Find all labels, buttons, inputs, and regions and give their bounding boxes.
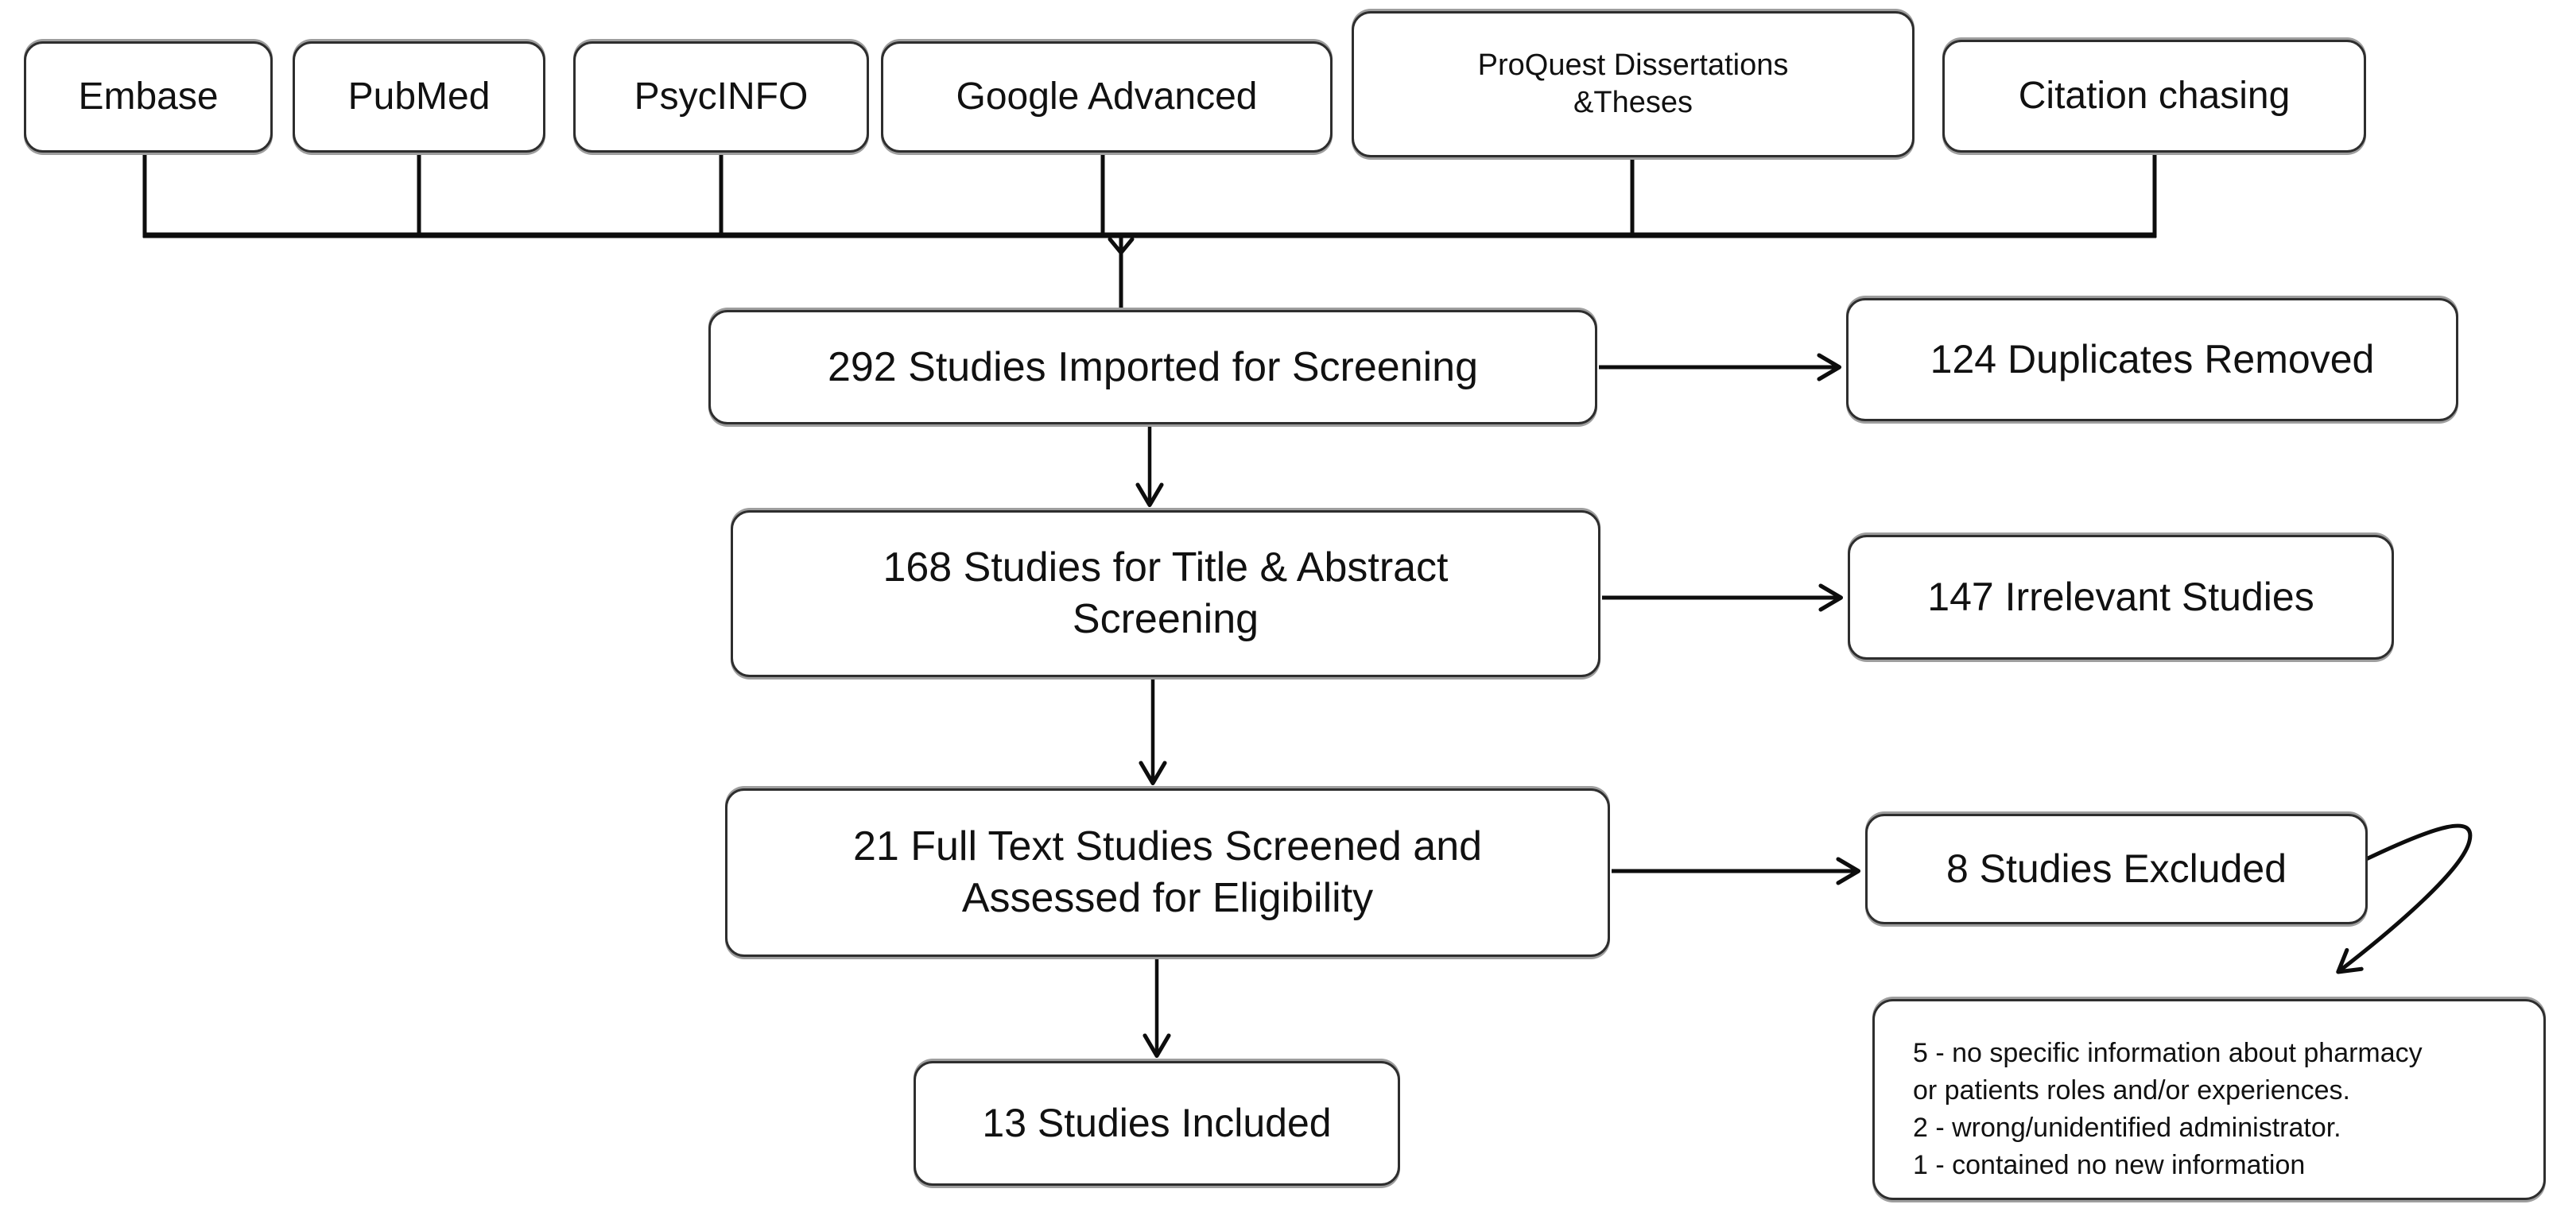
side-box-irrelevant: 147 Irrelevant Studies [1848,535,2394,660]
flow-box-imported: 292 Studies Imported for Screening [708,310,1597,424]
flow-box-fulltext-label: 21 Full Text Studies Screened and Assess… [852,823,1483,921]
exclusion-reasons-box: 5 - no specific information about pharma… [1872,999,2546,1200]
flow-box-title-abstract-label: 168 Studies for Title & Abstract Screeni… [883,544,1449,642]
source-box-google-advanced: Google Advanced [881,41,1333,153]
flow-box-included: 13 Studies Included [914,1061,1400,1186]
exclusion-reason-line: 2 - wrong/unidentified administrator. [1913,1112,2341,1143]
source-box-proquest-label: ProQuest Dissertations &Theses [1477,48,1789,120]
merge-notch [1108,237,1135,255]
exclusion-reason-line: 1 - contained no new information [1913,1149,2306,1180]
source-box-pubmed: PubMed [293,41,545,153]
flow-box-imported-label: 292 Studies Imported for Screening [827,343,1479,390]
source-box-embase-label: Embase [78,76,219,118]
source-box-psycinfo-label: PsycINFO [634,76,809,118]
exclusion-reason-line: 5 - no specific information about pharma… [1913,1038,2423,1068]
source-box-citation-chasing: Citation chasing [1942,40,2366,153]
side-box-duplicates-label: 124 Duplicates Removed [1930,337,2375,382]
source-box-proquest: ProQuest Dissertations &Theses [1352,11,1915,157]
flow-box-fulltext: 21 Full Text Studies Screened and Assess… [725,788,1610,957]
flow-box-included-label: 13 Studies Included [982,1101,1332,1146]
side-box-excluded-label: 8 Studies Excluded [1946,846,2287,892]
side-box-excluded: 8 Studies Excluded [1865,814,2368,924]
flow-box-title-abstract: 168 Studies for Title & Abstract Screeni… [731,510,1600,677]
source-box-pubmed-label: PubMed [347,76,491,118]
source-box-citation-chasing-label: Citation chasing [2018,75,2291,117]
source-box-google-advanced-label: Google Advanced [956,76,1258,118]
loop-arrow-excluded-to-reasons [2336,823,2473,974]
side-box-duplicates: 124 Duplicates Removed [1846,298,2458,421]
source-box-embase: Embase [24,41,273,153]
source-box-psycinfo: PsycINFO [573,41,869,153]
exclusion-reason-line: or patients roles and/or experiences. [1913,1075,2350,1106]
side-box-irrelevant-label: 147 Irrelevant Studies [1927,575,2314,620]
